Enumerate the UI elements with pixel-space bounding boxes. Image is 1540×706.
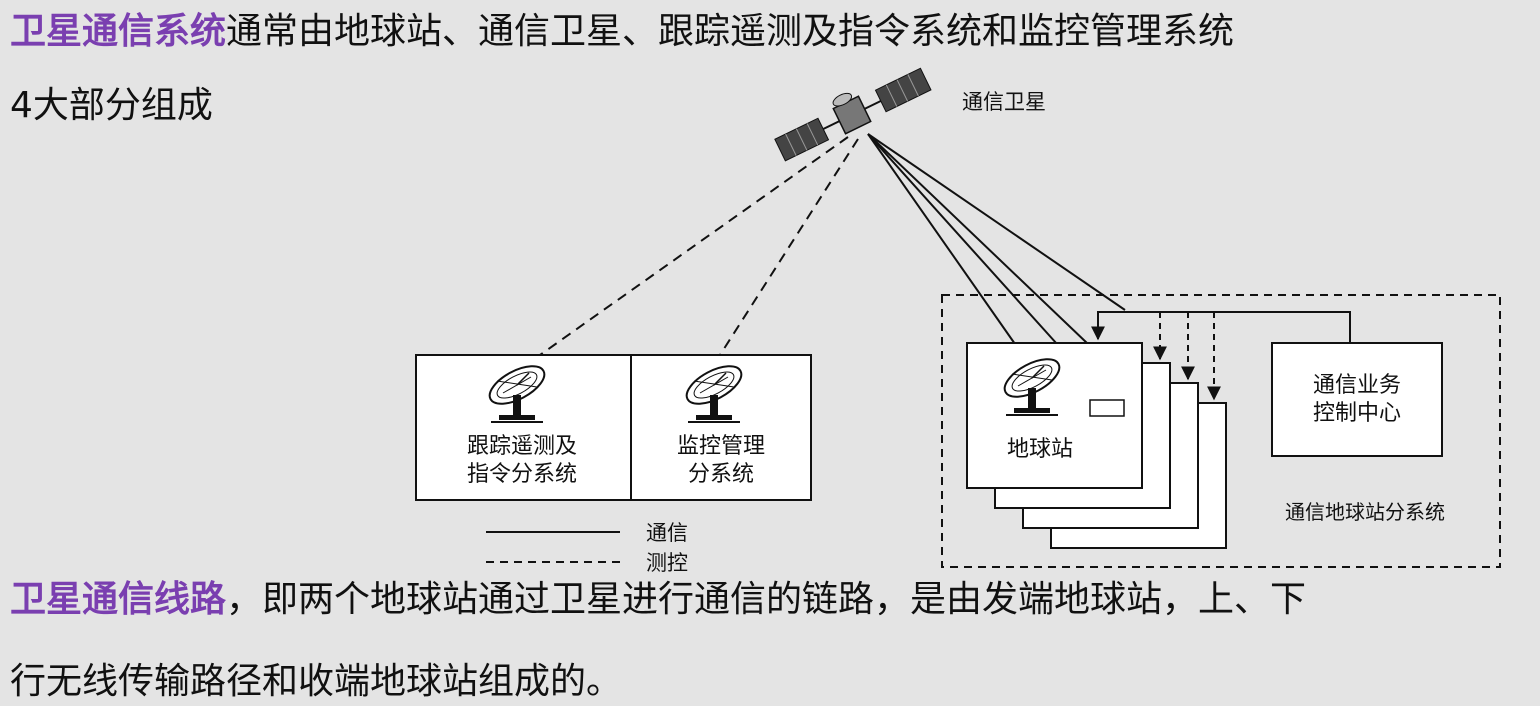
link-text: ，即两个地球站通过卫星进行通信的链路，是由发端地球站，上、下 xyxy=(226,579,1307,620)
system-term: 卫星通信系统 xyxy=(10,11,227,52)
control-feed-lines xyxy=(1091,311,1351,401)
link-paragraph: 卫星通信线路，即两个地球站通过卫星进行通信的链路，是由发端地球站，上、下 xyxy=(10,578,1306,622)
control-links xyxy=(539,136,859,356)
satellite-icon xyxy=(774,67,932,162)
intro-paragraph: 卫星通信系统通常由地球站、通信卫星、跟踪遥测及指令系统和监控管理系统 xyxy=(10,10,1234,54)
legend-solid-label: 通信 xyxy=(646,521,688,545)
tracking-label-line1: 跟踪遥测及 xyxy=(467,434,577,459)
tracking-label-line2: 指令分系统 xyxy=(467,462,577,487)
equipment-icon xyxy=(1089,399,1125,417)
intro-text: 通常由地球站、通信卫星、跟踪遥测及指令系统和监控管理系统 xyxy=(226,11,1235,52)
intro-paragraph-line2: 4大部分组成 xyxy=(10,85,213,126)
earth-station-subsystem-boundary xyxy=(941,294,1501,568)
control-center-box xyxy=(1271,342,1443,457)
earth-station-stack xyxy=(966,342,1227,549)
monitoring-label-line1: 监控管理 xyxy=(677,434,765,459)
monitoring-label-line2: 分系统 xyxy=(688,462,754,487)
satellite-label: 通信卫星 xyxy=(962,90,1046,114)
communication-links xyxy=(867,133,1126,345)
link-term: 卫星通信线路 xyxy=(10,579,227,620)
subsystem-label: 通信地球站分系统 xyxy=(1285,500,1445,524)
earth-station-label: 地球站 xyxy=(1007,437,1073,462)
legend-dashed-label: 测控 xyxy=(646,551,688,575)
link-paragraph-line2: 行无线传输路径和收端地球站组成的。 xyxy=(10,661,623,702)
control-center-line2: 控制中心 xyxy=(1313,401,1401,426)
control-center-line1: 通信业务 xyxy=(1313,373,1401,398)
